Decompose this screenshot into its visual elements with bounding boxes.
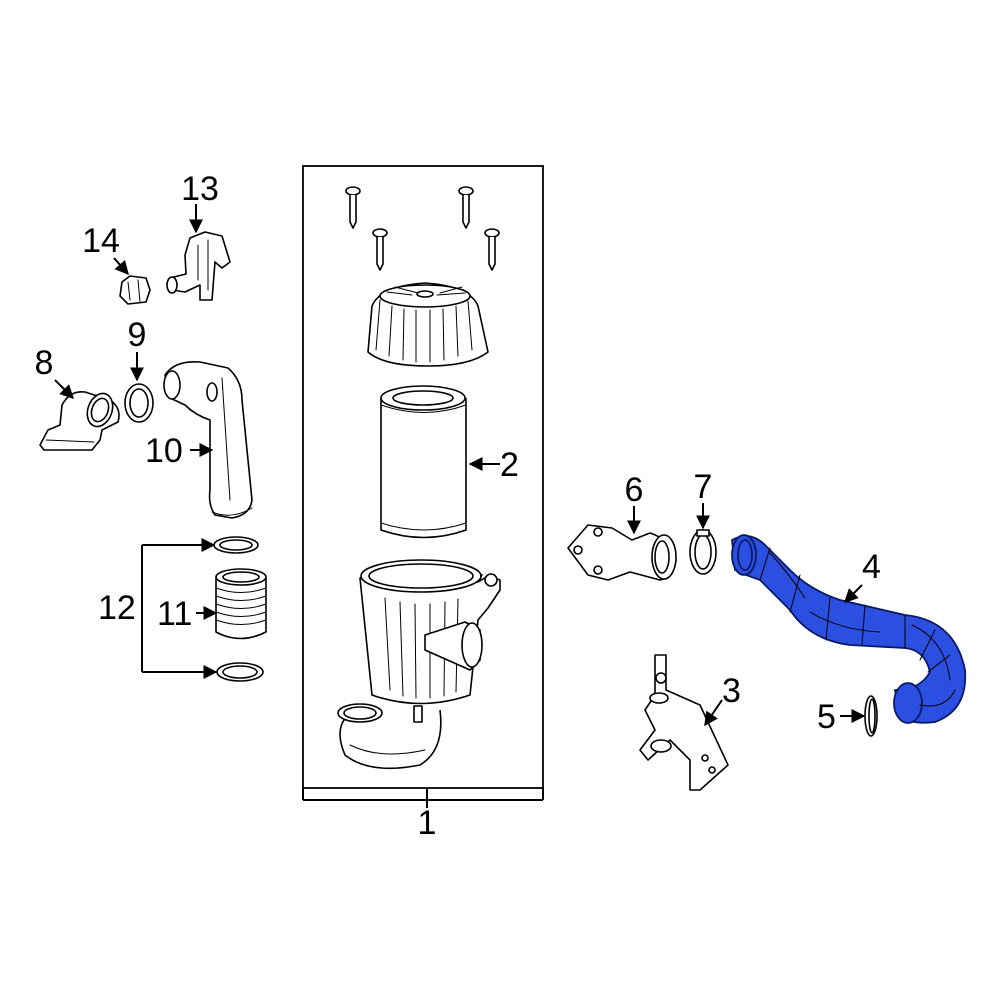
callout-5: 5 [817,698,836,736]
screw-3 [372,228,388,271]
seal-ring [864,695,878,737]
callout-7: 7 [694,468,713,506]
callout-9: 9 [128,316,147,354]
bellows-hose [215,568,267,640]
callout-6: 6 [625,471,644,509]
callout-11: 11 [157,595,192,633]
clamp-upper-12 [213,536,259,554]
filter-element [380,385,467,539]
clamp-lower-12 [216,662,264,682]
mount-bracket [639,654,729,791]
retaining-clip [119,275,151,305]
callout-2: 2 [500,446,519,484]
callout-1: 1 [418,804,437,842]
turbo-adapter [567,524,677,581]
callout-13: 13 [181,170,219,208]
callout-12: 12 [98,589,136,627]
inlet-elbow [39,390,120,451]
air-duct [163,360,253,519]
screw-1 [345,186,361,229]
callout-14: 14 [82,222,120,260]
leader-lines [54,204,866,727]
screw-2 [458,186,474,229]
callout-4: 4 [862,548,881,586]
air-cleaner-housing [337,559,501,770]
hose-clamp-7 [689,529,717,575]
hose-clamp-9 [124,383,154,423]
callout-10: 10 [145,432,183,470]
screw-4 [484,228,500,271]
air-cleaner-cover [367,282,489,367]
callout-3: 3 [722,672,741,710]
mass-air-sensor [166,231,231,301]
assembly-frame [302,165,544,808]
callout-8: 8 [35,344,54,382]
outlet-hose-highlighted [731,534,967,724]
